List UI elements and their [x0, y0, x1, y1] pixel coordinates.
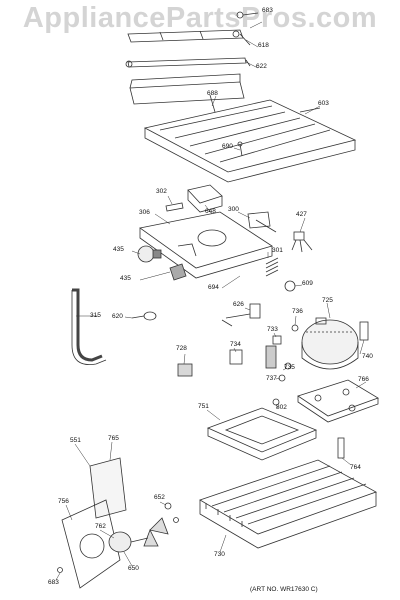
part-620-heater[interactable]: [131, 311, 157, 321]
part-736-clip[interactable]: [291, 324, 299, 332]
part-626-relay[interactable]: [221, 303, 261, 327]
part-648-housing[interactable]: [187, 184, 223, 213]
part-609-knob[interactable]: [284, 280, 296, 292]
part-315-drain-tube[interactable]: [71, 288, 107, 365]
callout-427: 427: [296, 211, 307, 218]
callout-733: 733: [267, 326, 278, 333]
art-number: (ART NO. WR17630 C): [250, 586, 318, 593]
part-302-rod[interactable]: [165, 202, 184, 212]
callout-751: 751: [198, 403, 209, 410]
part-762-fan-blade[interactable]: [143, 517, 169, 547]
callout-648: 648: [205, 208, 216, 215]
callout-302: 302: [156, 188, 167, 195]
callout-694: 694: [208, 284, 219, 291]
part-730-condenser[interactable]: [199, 459, 377, 549]
part-728-capacitor[interactable]: [177, 363, 193, 377]
part-435-bulb[interactable]: [137, 245, 162, 263]
callout-626: 626: [233, 301, 244, 308]
callout-652: 652: [154, 494, 165, 501]
callout-683-bottom: 683: [48, 579, 59, 586]
callout-756: 756: [58, 498, 69, 505]
callout-306: 306: [139, 209, 150, 216]
callout-764: 764: [350, 464, 361, 471]
callout-725: 725: [322, 297, 333, 304]
callout-315: 315: [90, 312, 101, 319]
part-622-rail[interactable]: [125, 57, 251, 68]
callout-736: 736: [292, 308, 303, 315]
callout-762: 762: [95, 523, 106, 530]
callout-730: 730: [214, 551, 225, 558]
part-756-fan-shroud[interactable]: [61, 499, 121, 589]
leader-lines: [55, 21, 367, 581]
callout-734: 734: [230, 341, 241, 348]
part-683-screw-bottom[interactable]: [57, 567, 63, 573]
callout-435-socket: 435: [120, 275, 131, 282]
callout-688: 688: [207, 90, 218, 97]
callout-551: 551: [70, 437, 81, 444]
part-688-channel[interactable]: [129, 73, 245, 113]
callout-735: 735: [284, 364, 295, 371]
part-802-fitting[interactable]: [272, 398, 280, 406]
callout-650: 650: [128, 565, 139, 572]
callout-766: 766: [358, 376, 369, 383]
part-734-relay[interactable]: [229, 345, 277, 369]
part-652-hardware[interactable]: [164, 502, 179, 523]
callout-802: 802: [276, 404, 287, 411]
callout-301: 301: [272, 247, 283, 254]
part-427-harness[interactable]: [291, 231, 313, 253]
part-740-bracket[interactable]: [359, 321, 369, 341]
part-764-post[interactable]: [337, 437, 345, 459]
callout-300: 300: [228, 206, 239, 213]
callout-728: 728: [176, 345, 187, 352]
part-306-control-housing[interactable]: [139, 211, 273, 279]
callout-683-top: 683: [262, 7, 273, 14]
part-650-fan-motor[interactable]: [108, 531, 149, 553]
part-690-screw[interactable]: [237, 141, 243, 157]
callout-737: 737: [266, 375, 277, 382]
callout-765: 765: [108, 435, 119, 442]
callout-740: 740: [362, 353, 373, 360]
part-603-shelf[interactable]: [143, 99, 357, 183]
callout-603: 603: [318, 100, 329, 107]
callout-609: 609: [302, 280, 313, 287]
part-435-socket[interactable]: [169, 263, 187, 281]
part-725-compressor[interactable]: [301, 317, 359, 370]
part-683-screw-top[interactable]: [236, 11, 259, 19]
part-618-shield[interactable]: [127, 29, 251, 46]
callout-620: 620: [112, 313, 123, 320]
part-300-thermostat[interactable]: [247, 211, 277, 233]
part-735-grommet[interactable]: [284, 362, 292, 370]
part-751-drain-pan[interactable]: [206, 407, 318, 461]
watermark-text: AppliancePartsPros.com: [22, 2, 378, 34]
callout-435-bulb: 435: [113, 246, 124, 253]
callout-690: 690: [222, 143, 233, 150]
part-733-overload[interactable]: [272, 335, 282, 345]
part-766-base-plate[interactable]: [297, 379, 379, 423]
part-301-spring[interactable]: [265, 257, 279, 277]
callout-622: 622: [256, 63, 267, 70]
callout-618: 618: [258, 42, 269, 49]
